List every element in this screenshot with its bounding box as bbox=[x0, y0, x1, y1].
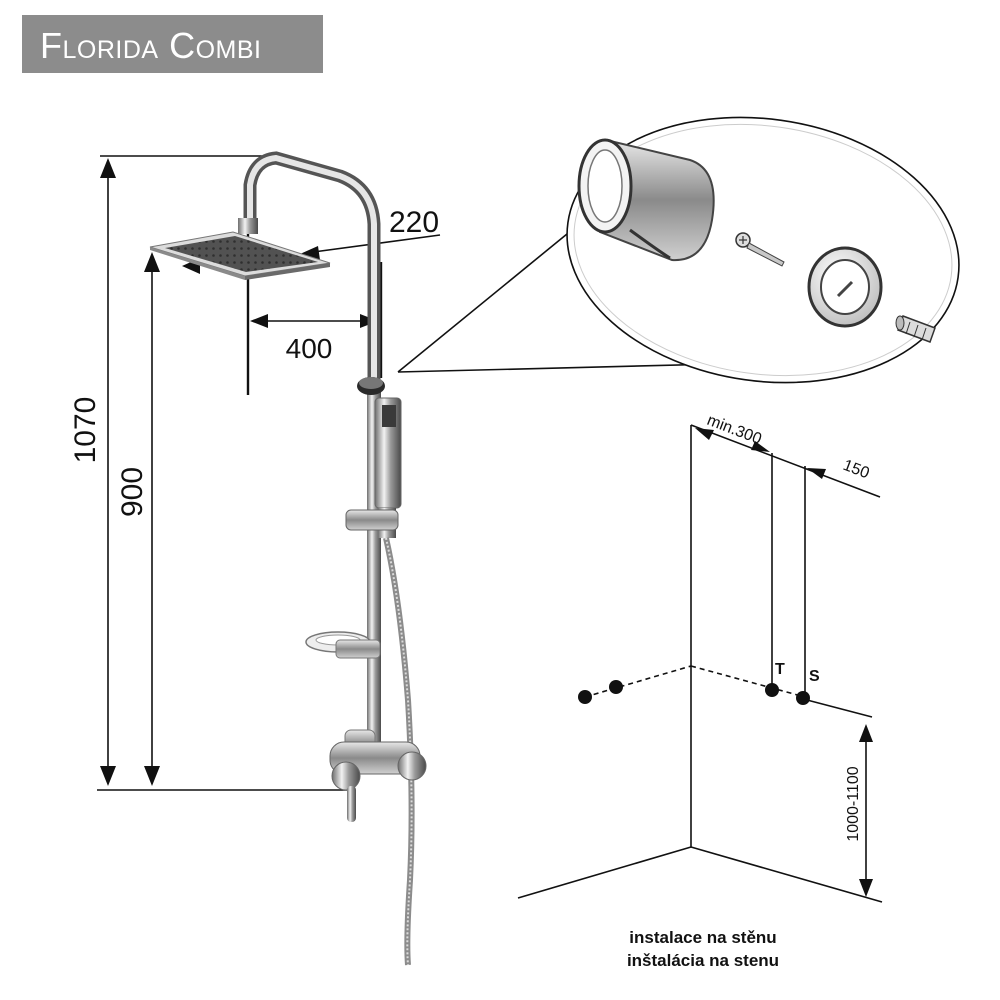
installation-caption: instalace na stěnu inštalácia na stenu bbox=[598, 926, 808, 972]
product-title: Florida Combi bbox=[40, 25, 262, 66]
pipe-connection-points bbox=[578, 680, 810, 705]
label-cold-connection: S bbox=[809, 668, 820, 685]
title-box: Florida Combi bbox=[22, 15, 323, 73]
cover-ring bbox=[807, 246, 883, 328]
label-arm-length: 400 bbox=[286, 333, 333, 364]
label-hot-connection: T bbox=[775, 661, 785, 678]
slider-holder bbox=[345, 509, 399, 531]
wall-sketch-arrows bbox=[695, 428, 873, 897]
caption-line-cz: instalace na stěnu bbox=[629, 928, 777, 947]
wall-bracket bbox=[577, 138, 715, 262]
label-min-spacing: min.300 bbox=[705, 412, 764, 448]
label-shower-height: 900 bbox=[116, 467, 149, 517]
caption-line-sk: inštalácia na stenu bbox=[626, 951, 780, 970]
label-install-height: 1000-1100 bbox=[845, 766, 862, 841]
shower-head bbox=[149, 218, 331, 280]
screw-icon bbox=[735, 232, 785, 267]
dimension-arrows bbox=[100, 158, 378, 786]
label-total-height: 1070 bbox=[69, 397, 102, 464]
label-head-size: 220 bbox=[389, 206, 439, 239]
wall-plug bbox=[895, 315, 936, 343]
mixer-tap bbox=[329, 729, 427, 822]
soap-dish bbox=[305, 631, 381, 659]
label-pipe-spacing: 150 bbox=[841, 457, 872, 482]
dimension-lines bbox=[97, 155, 441, 791]
wall-corner-sketch bbox=[517, 424, 883, 903]
